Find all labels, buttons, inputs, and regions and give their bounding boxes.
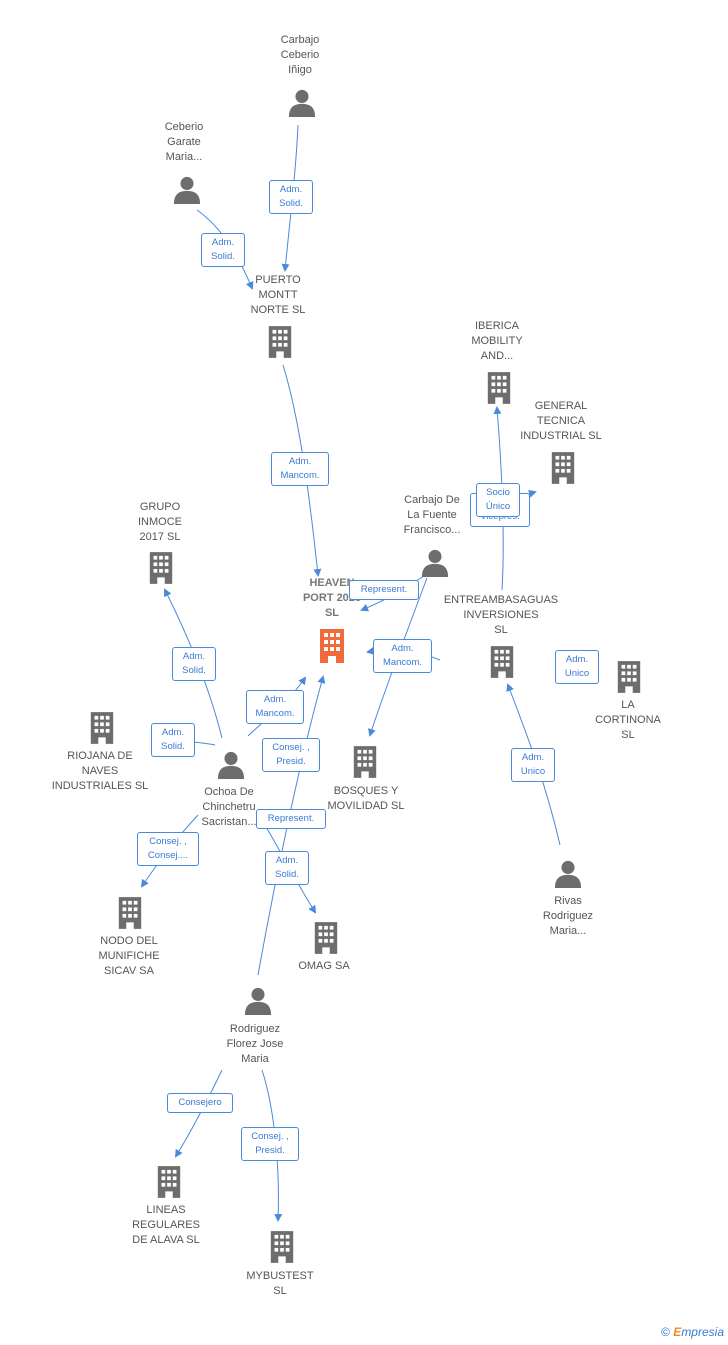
edge-label-e14[interactable]: Represent. [256,809,326,829]
edge-line-e17 [174,1069,223,1158]
building-icon [353,746,377,778]
brand-first-letter: E [673,1325,682,1339]
edge-label-e13[interactable]: Adm. Unico [511,748,555,782]
node-label-puerto-montt[interactable]: PUERTO MONTT NORTE SL [250,274,306,316]
building-icon [270,1231,294,1263]
edge-label-e1[interactable]: Adm. Solid. [269,180,313,214]
edge-label-e16[interactable]: Adm. Solid. [265,851,309,885]
edge-label-e6[interactable]: Represent. [349,580,419,600]
node-label-nodo[interactable]: NODO DEL MUNIFICHE SICAV SA [98,935,160,977]
node-label-bosques[interactable]: BOSQUES Y MOVILIDAD SL [327,785,405,812]
person-icon [173,176,201,204]
building-icon [490,646,514,678]
person-icon [288,89,316,117]
node-label-iberica[interactable]: IBERICA MOBILITY AND... [471,320,523,362]
person-icon [217,751,245,779]
edge-label-e17[interactable]: Consejero [167,1093,233,1113]
building-icon [268,326,292,358]
edge-label-e8[interactable]: Adm. Unico [555,650,599,684]
node-label-riojana[interactable]: RIOJANA DE NAVES INDUSTRIALES SL [51,750,149,792]
building-icon [149,552,173,584]
building-icon [551,452,575,484]
person-icon [554,860,582,888]
empresia-logo: © Empresia [661,1325,724,1339]
edge-label-e15[interactable]: Consej. , Consej.... [137,832,199,866]
edge-label-e4[interactable]: Socio Único [476,483,520,517]
edge-label-e10[interactable]: Adm. Mancom. [246,690,304,724]
node-label-carbajo-fuente[interactable]: Carbajo De La Fuente Francisco... [403,494,461,536]
node-label-omag[interactable]: OMAG SA [298,960,350,972]
node-label-mybustest[interactable]: MYBUSTEST SL [246,1270,314,1297]
focus-building-icon [320,629,344,663]
building-icon [617,661,641,693]
building-icon [90,712,114,744]
edge-label-e2[interactable]: Adm. Solid. [201,233,245,267]
node-label-carbajo-ceberio[interactable]: Carbajo Ceberio Iñigo [280,34,320,76]
copyright-symbol: © [661,1325,670,1339]
node-label-entreambasaguas[interactable]: ENTREAMBASAGUAS INVERSIONES SL [443,594,559,636]
node-label-ochoa[interactable]: Ochoa De Chinchetru Sacristan... [201,786,257,828]
node-label-lineas[interactable]: LINEAS REGULARES DE ALAVA SL [132,1204,200,1246]
brand-rest: mpresia [681,1325,724,1339]
node-label-rodriguez[interactable]: Rodriguez Florez Jose Maria [226,1023,284,1065]
edge-label-e12[interactable]: Consej. , Presid. [262,738,320,772]
edge-label-e18[interactable]: Consej. , Presid. [241,1127,299,1161]
node-label-grupo-inmoce[interactable]: GRUPO INMOCE 2017 SL [138,501,182,543]
building-icon [118,897,142,929]
building-icon [157,1166,181,1198]
edge-label-e9[interactable]: Adm. Solid. [172,647,216,681]
edge-label-e7[interactable]: Adm. Mancom. [373,639,432,673]
person-icon [421,549,449,577]
node-label-general-tecnica[interactable]: GENERAL TECNICA INDUSTRIAL SL [520,400,602,442]
node-label-ceberio-garate[interactable]: Ceberio Garate Maria... [164,121,204,163]
person-icon [244,987,272,1015]
building-icon [314,922,338,954]
node-label-rivas[interactable]: Rivas Rodriguez Maria... [542,895,594,937]
edge-label-e3[interactable]: Adm. Mancom. [271,452,329,486]
edge-label-e11[interactable]: Adm. Solid. [151,723,195,757]
node-label-la-cortinona[interactable]: LA CORTINONA SL [595,699,661,741]
